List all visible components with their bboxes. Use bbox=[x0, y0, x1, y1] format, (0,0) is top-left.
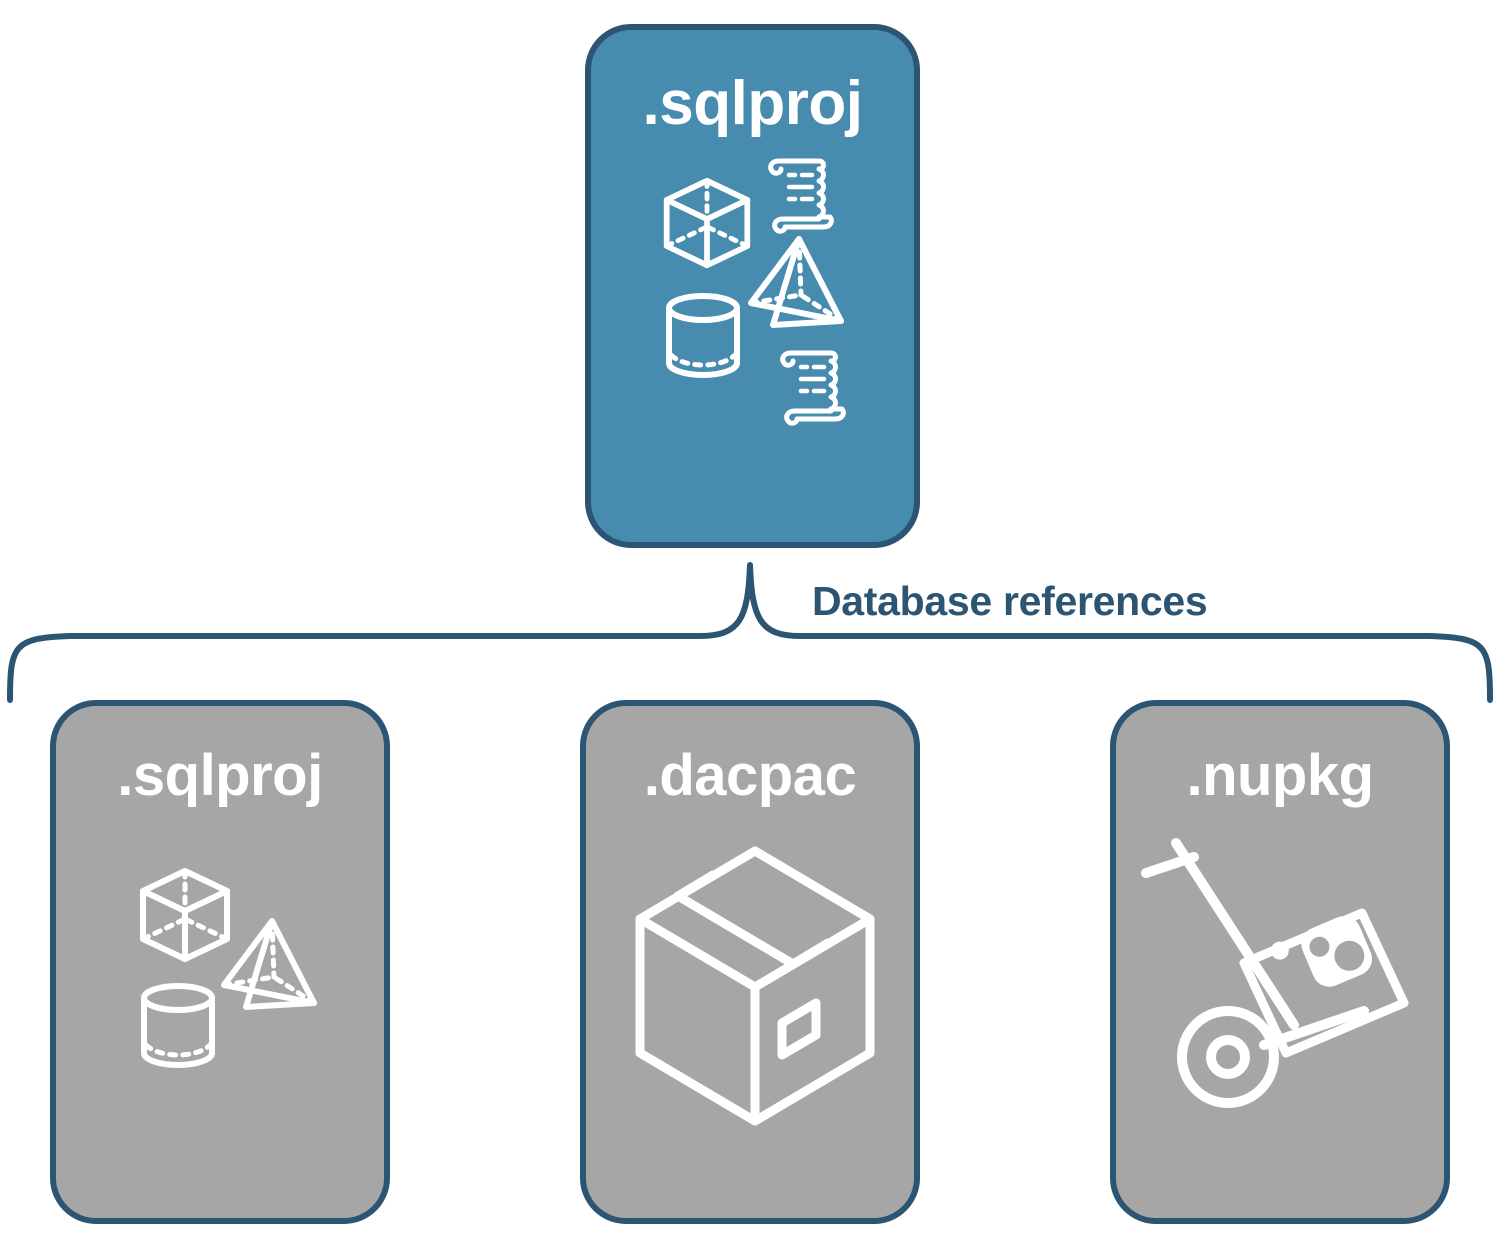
hand-truck-nuget-icon bbox=[1141, 838, 1409, 1108]
nuget-logo-icon bbox=[1270, 916, 1373, 987]
icon-group-dacpac bbox=[580, 823, 920, 1143]
package-box-icon bbox=[635, 846, 875, 1126]
icon-group-nupkg bbox=[1110, 823, 1450, 1143]
icon-group-primary bbox=[585, 147, 920, 427]
icon-group-sqlproj bbox=[50, 823, 390, 1143]
cylinder-icon bbox=[141, 983, 215, 1068]
cylinder-icon bbox=[666, 293, 740, 378]
cube-icon bbox=[663, 177, 751, 269]
card-nupkg-reference[interactable]: .nupkg bbox=[1110, 700, 1450, 1224]
card-dacpac-reference[interactable]: .dacpac bbox=[580, 700, 920, 1224]
card-title: .nupkg bbox=[1186, 743, 1374, 808]
card-title: .sqlproj bbox=[642, 69, 863, 138]
brace-path bbox=[7, 562, 1493, 703]
pyramid-icon bbox=[748, 236, 844, 328]
connector-label: Database references bbox=[812, 578, 1208, 624]
brace-connector bbox=[7, 562, 1493, 703]
card-sqlproj-primary[interactable]: .sqlproj bbox=[585, 24, 920, 548]
card-sqlproj-reference[interactable]: .sqlproj bbox=[50, 700, 390, 1224]
cube-icon bbox=[140, 868, 230, 962]
scroll-icon bbox=[780, 350, 846, 426]
pyramid-icon bbox=[221, 918, 317, 1010]
card-title: .dacpac bbox=[643, 743, 857, 808]
card-title: .sqlproj bbox=[117, 743, 323, 808]
scroll-icon bbox=[768, 158, 834, 234]
